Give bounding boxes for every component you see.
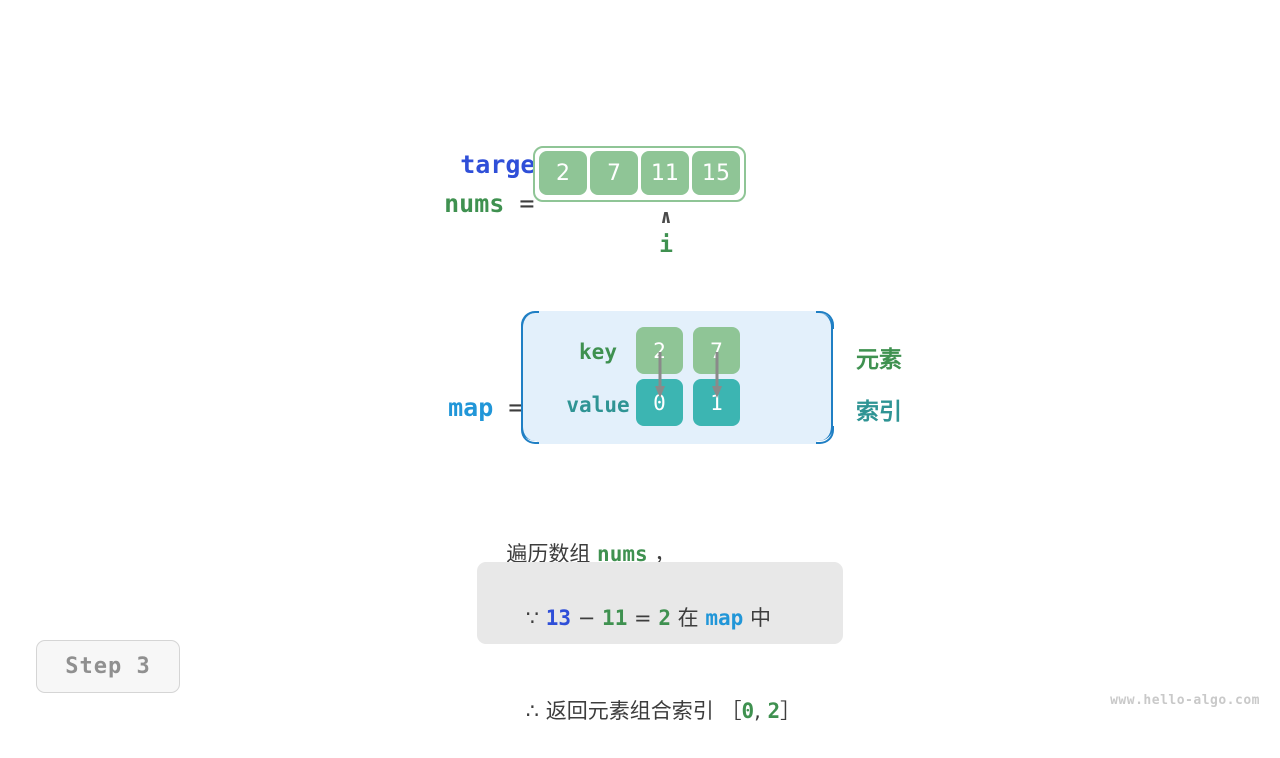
nums-equals-sign: = [519, 189, 535, 218]
map-container: key value 2 0 7 1 [520, 310, 834, 444]
nums-cell: 2 [539, 151, 587, 195]
map-value-cell: 1 [693, 379, 740, 426]
conclusion-line-2: ∴ 返回元素组合索引 ［0, 2］ [499, 665, 821, 758]
map-bracket-corner-bottom-left [520, 425, 539, 444]
result-comma: , [754, 699, 761, 723]
map-entry: 7 1 [693, 327, 740, 426]
because-symbol-icon: ∵ [525, 606, 540, 630]
conclusion-target-value: 13 [545, 606, 572, 630]
map-key-cell: 7 [693, 327, 740, 374]
map-entries: 2 0 7 1 [636, 327, 740, 426]
map-entry: 2 0 [636, 327, 683, 426]
index-pointer-caret-icon: ∧ [660, 206, 672, 228]
equals-sign: = [634, 606, 652, 630]
result-bracket-close: ］ [780, 699, 802, 723]
map-value-cell: 0 [636, 379, 683, 426]
nums-array: 2 7 11 15 [533, 146, 746, 202]
result-index-0: 0 [741, 699, 755, 723]
index-pointer-label: i [659, 232, 673, 258]
nums-cell: 15 [692, 151, 740, 195]
conclusion-box: ∵ 13 − 11 = 2 在 map 中 ∴ 返回元素组合索引 ［0, 2］ [477, 562, 843, 723]
conclusion-in-word: 在 [677, 606, 699, 630]
conclusion-current-value: 11 [602, 606, 628, 630]
map-variable-label: map = [418, 364, 523, 422]
nums-label-text: nums [444, 189, 505, 218]
nums-cell: 7 [590, 151, 638, 195]
conclusion-complement-value: 2 [658, 606, 671, 630]
conclusion-line-1: ∵ 13 − 11 = 2 在 map 中 [499, 572, 821, 665]
map-bracket-corner-bottom-right [815, 425, 834, 444]
caption-suffix: ， [647, 542, 676, 566]
watermark: www.hello-algo.com [1110, 693, 1260, 708]
map-bracket-corner-top-right [815, 310, 834, 329]
therefore-symbol-icon: ∴ [525, 699, 540, 723]
conclusion-tail-word: 中 [749, 606, 771, 630]
caption-text: 遍历数组 nums ， [493, 514, 675, 568]
result-index-1: 2 [767, 699, 781, 723]
map-bracket-bottom-gap [537, 427, 817, 444]
conclusion-map-variable: map [705, 606, 744, 630]
minus-sign: − [577, 606, 596, 630]
conclusion-return-text: 返回元素组合索引 ［ [545, 699, 742, 723]
map-bracket-corner-top-left [520, 310, 539, 329]
nums-variable-label: nums = [414, 160, 534, 218]
step-badge: Step 3 [36, 640, 180, 693]
map-equals-sign: = [508, 393, 524, 422]
map-key-row-label: key [579, 340, 617, 364]
annotation-index: 索引 [856, 399, 902, 425]
nums-cell: 11 [641, 151, 689, 195]
map-label-text: map [448, 393, 494, 422]
map-bracket-top-gap [537, 310, 817, 327]
map-value-row-label: value [566, 393, 630, 417]
map-key-cell: 2 [636, 327, 683, 374]
annotation-element: 元素 [856, 347, 902, 373]
